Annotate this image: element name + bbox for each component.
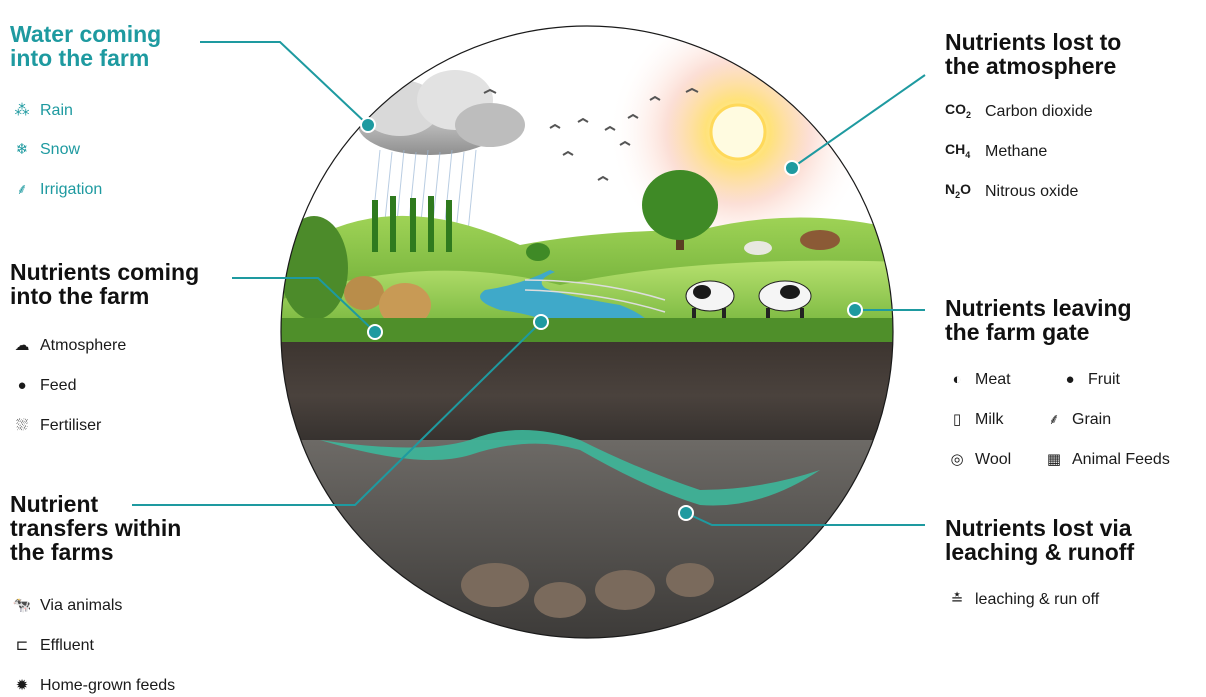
transfers-item-label: Home-grown feeds [40,677,176,694]
nutrients-in-heading: Nutrients coming into the farm [10,260,199,308]
water-heading-line2: into the farm [10,45,150,71]
scene-circle-border [280,25,894,639]
transfers-heading-line1: Nutrient [10,491,99,517]
tree-right [642,170,718,250]
leader-dots [360,117,863,521]
leaching-item: ≛ leaching & run off [945,591,1100,609]
cow-icon: 🐄 [12,597,32,614]
leaving-item-animal-feeds: ▦ Animal Feeds [1042,451,1170,469]
cloud-icon: ☁ [14,337,30,354]
groundwater-band [320,430,820,506]
water-heading-line1: Water coming [10,21,162,47]
formula-sub: 2 [955,189,961,200]
fence [524,279,666,313]
water-item-rain: ⁂ Rain [10,102,73,120]
leaving-item-grain: ⸙ Grain [1042,411,1111,429]
atmosphere-item-n2o: N2O Nitrous oxide [945,180,1078,204]
leaching-heading-line2: leaching & runoff [945,539,1135,565]
formula-sub: 2 [966,109,972,120]
sprinkler-icon: ⸙ [16,181,28,198]
water-item-label: Rain [40,102,73,119]
formula-tail: O [960,181,972,197]
rocks [461,563,714,618]
water-item-label: Snow [40,141,81,158]
transfers-heading-line3: the farms [10,539,114,565]
atmosphere-heading: Nutrients lost to the atmosphere [945,30,1121,78]
atmosphere-item-label: Carbon dioxide [985,102,1093,120]
leaving-item-fruit: ● Fruit [1058,371,1120,389]
leaching-heading: Nutrients lost via leaching & runoff [945,516,1134,564]
atmosphere-item-label: Nitrous oxide [985,182,1079,200]
transfers-heading-line2: transfers within [10,515,182,541]
leaving-item-label: Fruit [1088,371,1120,388]
snowflake-icon: ❄ [15,141,29,158]
leader-lines [132,41,926,526]
plant-icon: ✹ [15,677,29,694]
transfers-item-animals: 🐄 Via animals [10,597,123,615]
nutrients-in-item-label: Feed [40,377,77,394]
atmosphere-heading-line1: Nutrients lost to [945,29,1122,55]
formula-sub: 4 [965,149,971,160]
wool-icon: ◎ [950,451,964,468]
corn-crop [372,196,452,252]
feed-icon: ● [17,377,27,394]
atmosphere-item-label: Methane [985,142,1048,160]
leaving-item-meat: ◐ Meat [945,371,1011,389]
water-item-snow: ❄ Snow [10,141,80,159]
transfers-item-home-grown: ✹ Home-grown feeds [10,677,175,695]
transfers-item-label: Via animals [40,597,123,614]
leaving-heading: Nutrients leaving the farm gate [945,296,1132,344]
co2-formula: CO2 [945,100,985,124]
meat-icon: ◐ [952,371,962,388]
apple-icon: ● [1065,371,1075,388]
water-drop-icon: ≛ [950,591,964,608]
fertiliser-icon: ⛆ [15,417,28,434]
nutrients-in-heading-line1: Nutrients coming [10,259,200,285]
water-heading: Water coming into the farm [10,22,161,70]
leaching-heading-line1: Nutrients lost via [945,515,1132,541]
nutrients-in-heading-line2: into the farm [10,283,150,309]
nutrients-in-item-fertiliser: ⛆ Fertiliser [10,417,101,435]
grain-icon: ⸙ [1048,411,1060,428]
nutrients-in-item-label: Atmosphere [40,337,127,354]
formula-base: CO [945,101,966,117]
cows [685,230,840,326]
leaving-item-label: Milk [975,411,1004,428]
leaving-item-milk: ▯ Milk [945,411,1004,429]
effluent-icon: ⊏ [15,637,29,654]
nutrients-in-item-feed: ● Feed [10,377,76,395]
leaching-item-label: leaching & run off [975,591,1100,608]
atmosphere-item-ch4: CH4 Methane [945,140,1047,164]
leaving-item-label: Animal Feeds [1072,451,1170,468]
formula-base: N [945,181,956,197]
leaving-heading-line2: the farm gate [945,319,1090,345]
bale-icon: ▦ [1046,451,1062,468]
tree-left [281,216,348,320]
ch4-formula: CH4 [945,140,985,164]
leaving-heading-line1: Nutrients leaving [945,295,1132,321]
rain-icon: ⁂ [14,102,30,119]
n2o-formula: N2O [945,180,985,204]
water-item-label: Irrigation [40,181,103,198]
leaving-item-label: Meat [975,371,1011,388]
transfers-item-effluent: ⊏ Effluent [10,637,94,655]
nutrients-in-item-label: Fertiliser [40,417,102,434]
nutrients-in-item-atmosphere: ☁ Atmosphere [10,337,127,355]
leaving-item-wool: ◎ Wool [945,451,1011,469]
milk-bottle-icon: ▯ [952,411,962,428]
leaving-item-label: Grain [1072,411,1112,428]
atmosphere-item-co2: CO2 Carbon dioxide [945,100,1093,124]
transfers-item-label: Effluent [40,637,94,654]
formula-base: CH [945,141,966,157]
transfers-heading: Nutrient transfers within the farms [10,492,181,564]
atmosphere-heading-line2: the atmosphere [945,53,1117,79]
water-item-irrigation: ⸙ Irrigation [10,181,102,199]
sun [709,103,767,161]
leaving-item-label: Wool [975,451,1012,468]
rain-cloud [358,70,525,233]
